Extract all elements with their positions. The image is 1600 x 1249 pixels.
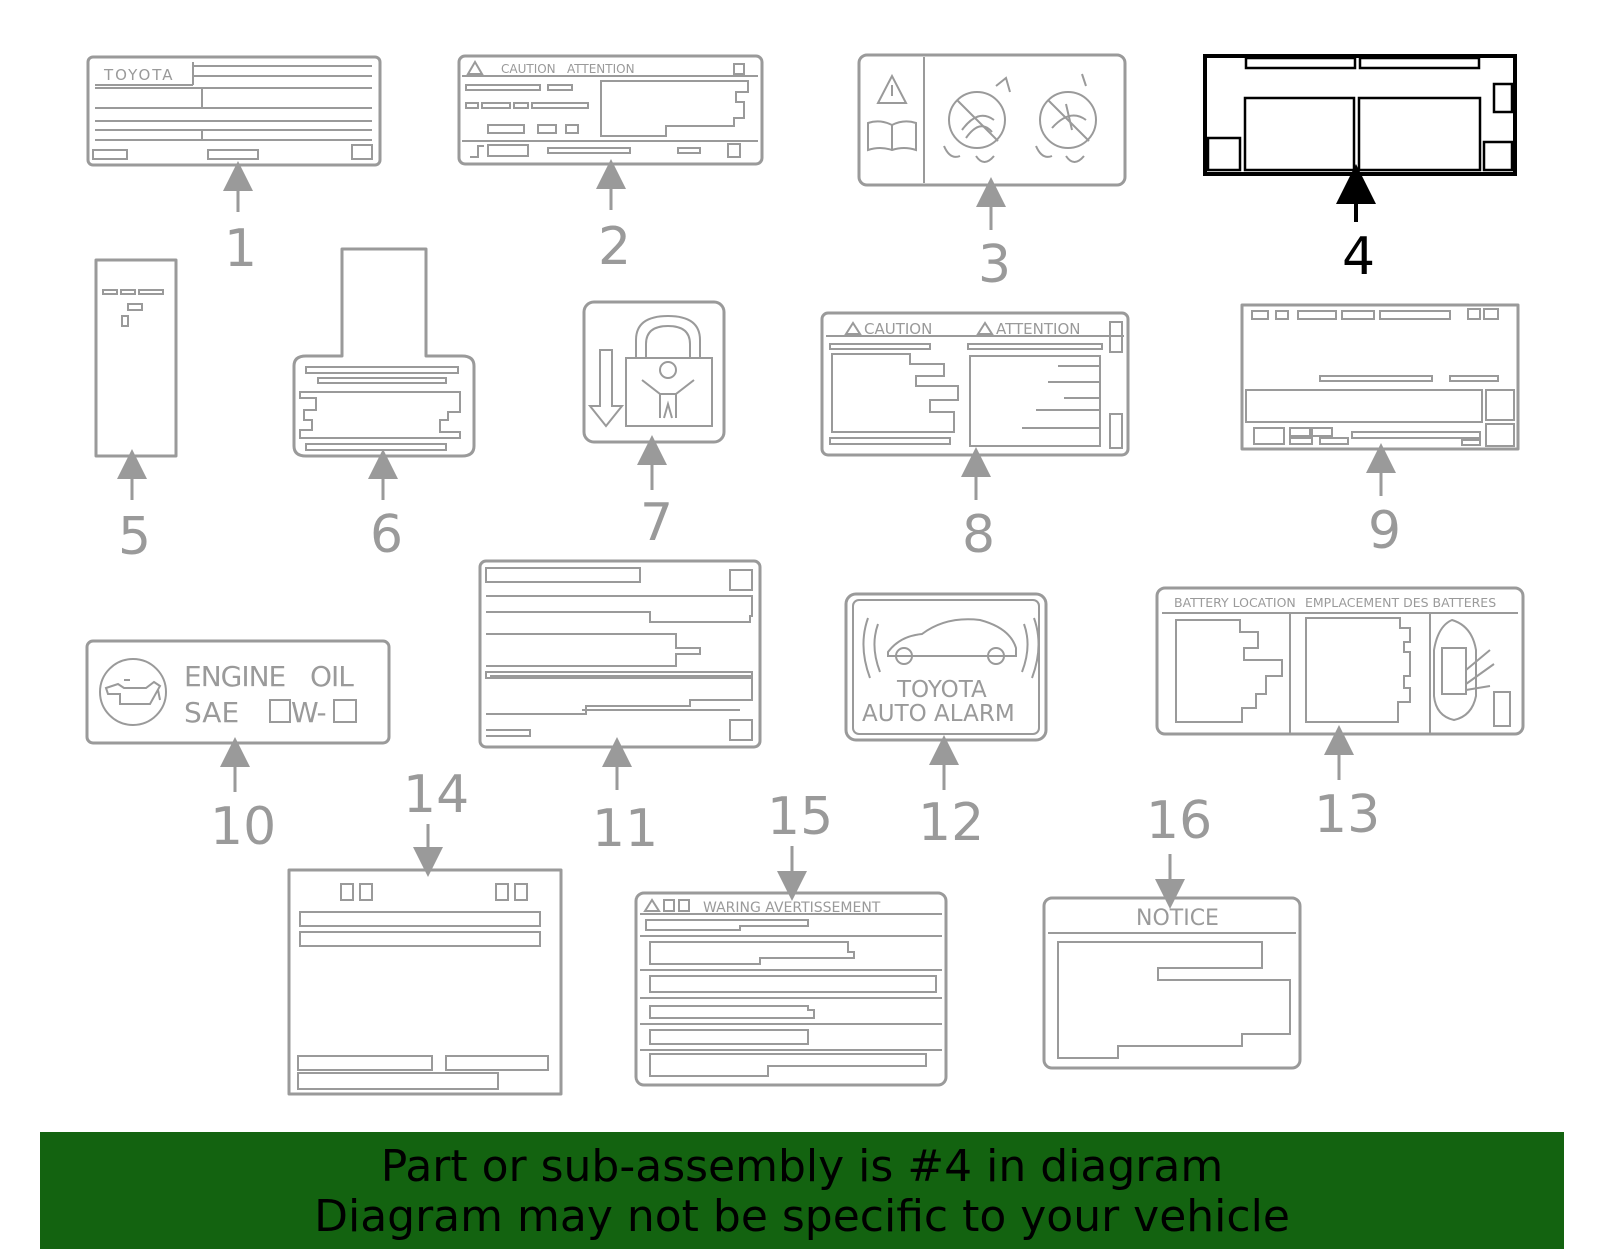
part-11-label[interactable] [478,559,762,749]
part-number-9: 9 [1368,501,1401,561]
part-number-5: 5 [118,507,151,567]
part-number-7: 7 [640,493,673,553]
part-7-label[interactable] [582,300,726,444]
part-2-text-caution: CAUTION [501,62,556,76]
part-number-10: 10 [210,797,276,857]
part-12-text-toyota: TOYOTA [896,677,987,703]
banner-line-1: Part or sub-assembly is #4 in diagram [380,1141,1224,1192]
part-15-label[interactable]: WARING AVERTISSEMENT [634,891,948,1087]
part-10-label[interactable]: ENGINE OIL SAE W- [85,639,391,745]
part-8-label[interactable]: CAUTION ATTENTION [820,311,1130,457]
info-banner: Part or sub-assembly is #4 in diagram Di… [40,1132,1564,1249]
part-14-label[interactable] [287,868,563,1096]
part-16-label[interactable]: NOTICE [1042,896,1302,1070]
part-number-15: 15 [767,787,833,847]
part-number-6: 6 [370,505,403,565]
part-12-label[interactable]: TOYOTA AUTO ALARM [844,592,1048,742]
part-12-text-auto-alarm: AUTO ALARM [862,701,1015,727]
part-3-label[interactable] [857,53,1127,187]
part-13-text-emplacement: EMPLACEMENT DES BATTERES [1305,595,1496,610]
part-10-text-oil: OIL [310,660,354,693]
part-13-text-battery: BATTERY LOCATION [1174,595,1296,610]
part-15-text-warning: WARING AVERTISSEMENT [703,900,881,916]
part-10-text-sae: SAE [184,696,239,729]
part-2-label[interactable]: CAUTION ATTENTION [457,54,764,166]
part-number-12: 12 [918,793,984,853]
part-number-1: 1 [224,219,257,279]
part-10-text-engine: ENGINE [184,660,285,693]
part-number-8: 8 [962,505,995,565]
banner-line-2: Diagram may not be specific to your vehi… [314,1191,1290,1242]
part-number-11: 11 [592,799,658,859]
part-10-text-w: W- [291,696,326,729]
part-number-2: 2 [598,217,631,277]
part-16-text-notice: NOTICE [1136,906,1219,931]
part-number-13: 13 [1314,785,1380,845]
part-1-text: TOYOTA [103,66,175,84]
part-number-14: 14 [403,765,469,825]
part-6-label[interactable] [292,247,476,458]
part-number-16: 16 [1146,791,1212,851]
part-8-text-attention: ATTENTION [996,320,1080,338]
part-number-3: 3 [978,235,1011,295]
part-13-label[interactable]: BATTERY LOCATION EMPLACEMENT DES BATTERE… [1155,586,1525,736]
part-8-text-caution: CAUTION [864,320,932,338]
part-9-label[interactable] [1240,303,1520,451]
part-1-label[interactable]: TOYOTA [86,55,382,167]
part-5-label[interactable] [94,258,178,458]
part-2-text-attention: ATTENTION [567,62,635,76]
part-number-4: 4 [1342,227,1375,287]
part-4-label[interactable] [1203,54,1517,176]
